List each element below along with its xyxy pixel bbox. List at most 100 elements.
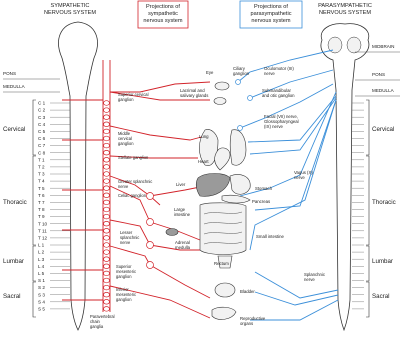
segment-label-c6: C 6 bbox=[38, 136, 46, 141]
para-header-line-2: NERVOUS SYSTEM bbox=[319, 10, 371, 16]
segment-label-t5: T 5 bbox=[38, 186, 45, 191]
lumbar-bracket bbox=[33, 246, 36, 281]
superior-cervical-label-2: ganglion bbox=[118, 97, 134, 102]
chain-ganglion bbox=[104, 186, 110, 191]
right-cervical-label: Cervical bbox=[372, 126, 394, 133]
segment-label-c1: C 1 bbox=[38, 101, 46, 106]
segment-label-t1: T 1 bbox=[38, 157, 45, 162]
symp-legend-line-2: sympathetic bbox=[148, 11, 178, 17]
chain-ganglion bbox=[104, 193, 110, 198]
para-legend-line-1: Projections of bbox=[254, 4, 288, 10]
segment-label-l4: L 4 bbox=[38, 264, 45, 269]
eye-label: Eye bbox=[206, 70, 214, 75]
segment-label-c4: C 4 bbox=[38, 122, 46, 127]
sympathetic-projections-legend: Projections of sympathetic nervous syste… bbox=[138, 1, 188, 28]
sacral-bracket bbox=[33, 282, 36, 317]
left-thoracic-label: Thoracic bbox=[3, 199, 27, 206]
chain-ganglion bbox=[104, 115, 110, 120]
chain-ganglion bbox=[104, 200, 110, 205]
segment-label-s2: S 2 bbox=[38, 285, 45, 290]
symp-header-line-1: SYMPATHETIC bbox=[51, 3, 90, 9]
segment-label-t2: T 2 bbox=[38, 165, 45, 170]
chain-ganglion bbox=[104, 243, 110, 248]
right-lumbar-label: Lumbar bbox=[372, 258, 393, 265]
chain-ganglion bbox=[104, 165, 110, 170]
segment-label-s1: S 1 bbox=[38, 278, 45, 283]
splanchnic-label-2: nerve bbox=[304, 277, 315, 282]
symp-legend-line-1: Projections of bbox=[146, 4, 180, 10]
segment-label-s5: S 5 bbox=[38, 307, 45, 312]
left-cervical-label: Cervical bbox=[3, 126, 25, 133]
large-intestine-label-2: intestine bbox=[174, 212, 191, 217]
adrenal-shape bbox=[166, 229, 178, 236]
segment-label-t7: T 7 bbox=[38, 200, 45, 205]
chain-ganglion bbox=[104, 271, 110, 276]
stellate-label: Stellate ganglion bbox=[118, 155, 149, 160]
organs bbox=[166, 82, 250, 319]
chain-ganglion bbox=[104, 129, 110, 134]
segment-label-c5: C 5 bbox=[38, 129, 46, 134]
cervical-bracket bbox=[33, 100, 36, 155]
segment-labels: C 1C 2C 3C 4C 5C 6C 7C 8T 1T 2T 3T 4T 5T… bbox=[38, 101, 48, 312]
segment-label-t12: T 12 bbox=[38, 236, 48, 241]
paravertebral-label-3: ganglia bbox=[90, 324, 104, 329]
left-medulla-label: MEDULLA bbox=[3, 84, 26, 89]
lacrimal-label-2: salivary glands bbox=[180, 93, 208, 98]
chain-ganglion bbox=[104, 150, 110, 155]
para-legend-line-2: parasympathetic bbox=[250, 11, 291, 17]
chain-ganglion bbox=[104, 292, 110, 297]
pancreas-shape bbox=[222, 195, 250, 203]
heart-shape bbox=[215, 148, 230, 170]
chain-ganglion bbox=[104, 101, 110, 106]
chain-ganglion bbox=[104, 264, 110, 269]
left-spinal-cord bbox=[50, 22, 97, 330]
segment-label-t10: T 10 bbox=[38, 221, 48, 226]
chain-ganglion bbox=[104, 214, 110, 219]
right-thoracic-label: Thoracic bbox=[372, 199, 396, 206]
reproductive-organs-shape bbox=[212, 307, 236, 319]
chain-ganglion bbox=[104, 122, 110, 127]
chain-ganglion bbox=[104, 179, 110, 184]
inferior-mesenteric-label-3: ganglion bbox=[116, 297, 132, 302]
segment-label-l1: L 1 bbox=[38, 243, 45, 248]
left-sacral-label: Sacral bbox=[3, 293, 21, 300]
chain-ganglion bbox=[104, 207, 110, 212]
left-lumbar-label: Lumbar bbox=[3, 258, 24, 265]
chain-ganglion bbox=[104, 250, 110, 255]
liver-label: Liver bbox=[176, 182, 186, 187]
stomach-label: Stomach bbox=[255, 186, 273, 191]
middle-cervical-label-3: ganglion bbox=[118, 141, 134, 146]
chain-ganglion bbox=[104, 257, 110, 262]
chain-ganglion bbox=[104, 236, 110, 241]
right-brainstem-and-cord bbox=[321, 24, 369, 330]
eye-shape bbox=[215, 82, 229, 90]
stomach-shape bbox=[230, 175, 250, 195]
chain-ganglion bbox=[104, 300, 110, 305]
pancreas-label: Pancreas bbox=[252, 199, 270, 204]
chain-ganglion bbox=[104, 108, 110, 113]
submandibular-label-2: and otic ganglion bbox=[262, 93, 295, 98]
chain-ganglion bbox=[104, 172, 110, 177]
segment-label-t8: T 8 bbox=[38, 207, 45, 212]
lung-label: Lung bbox=[199, 134, 209, 139]
segment-label-t3: T 3 bbox=[38, 172, 45, 177]
oculomotor-label-2: nerve bbox=[264, 71, 275, 76]
segment-label-c7: C 7 bbox=[38, 143, 46, 148]
segment-label-t4: T 4 bbox=[38, 179, 45, 184]
segment-label-s4: S 4 bbox=[38, 299, 45, 304]
lesser-splanchnic-label-3: nerve bbox=[120, 240, 131, 245]
chain-ganglion bbox=[104, 307, 110, 312]
segment-label-s3: S 3 bbox=[38, 292, 45, 297]
celiac-label: Celiac ganglion bbox=[118, 193, 147, 198]
segment-label-l5: L 5 bbox=[38, 271, 45, 276]
sympathetic-chain bbox=[103, 60, 110, 312]
liver-shape bbox=[196, 174, 230, 197]
thoracic-bracket bbox=[33, 156, 36, 245]
right-medulla-label: MEDULLA bbox=[372, 88, 395, 93]
chain-ganglion bbox=[104, 285, 110, 290]
superior-mesenteric-label-3: ganglion bbox=[116, 274, 132, 279]
bladder-shape bbox=[215, 283, 235, 297]
segment-label-t9: T 9 bbox=[38, 214, 45, 219]
greater-splanchnic-label-2: nerve bbox=[118, 184, 129, 189]
